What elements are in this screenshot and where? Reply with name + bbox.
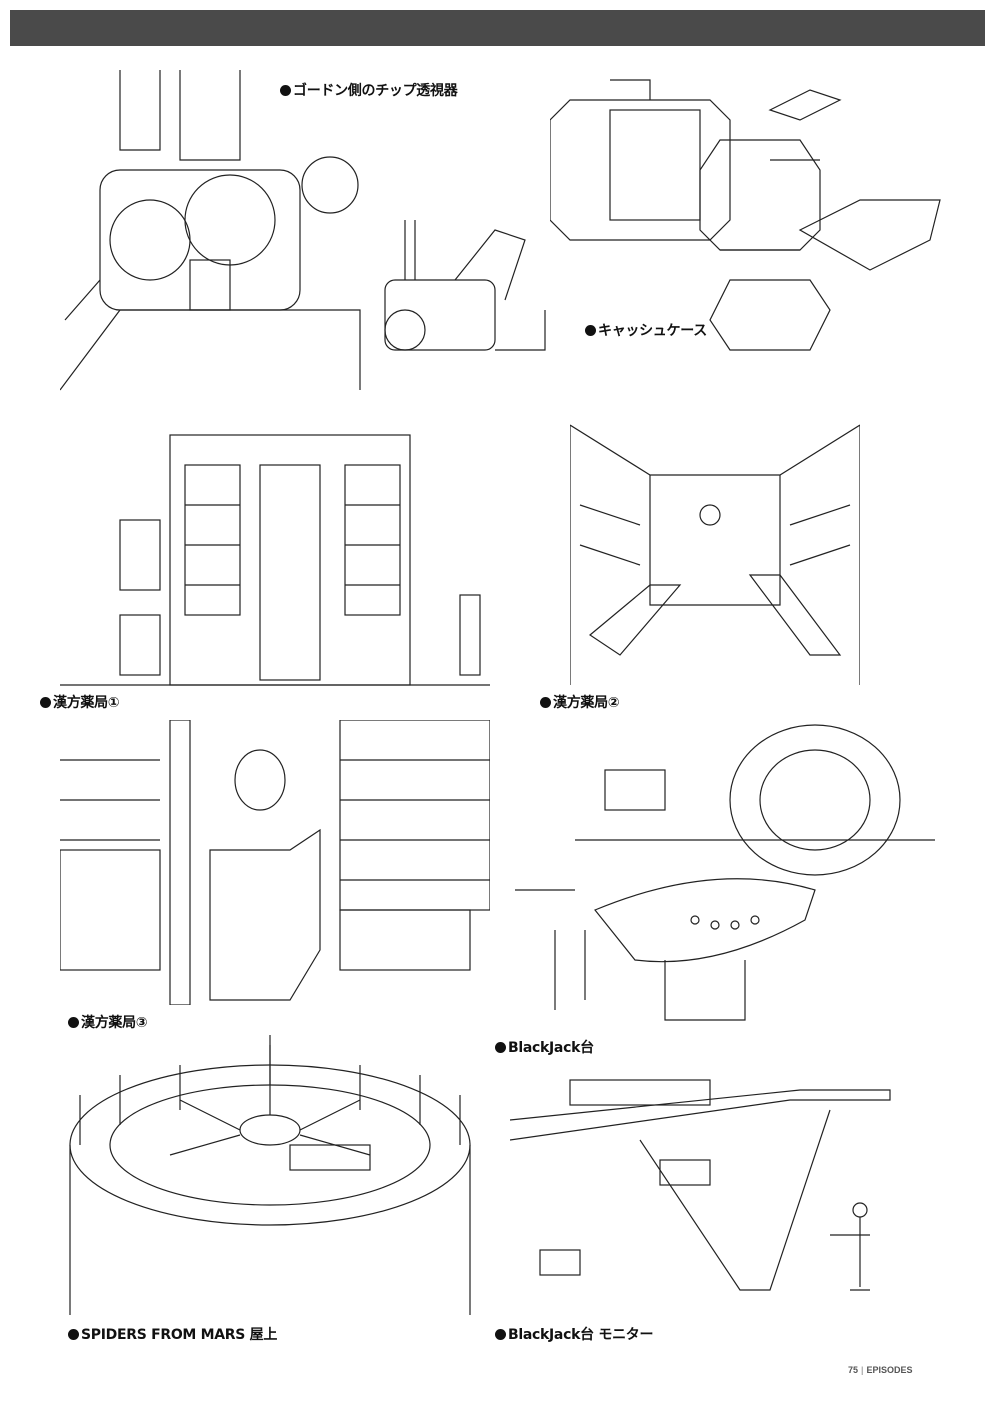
caption-pharmacy-1: 漢方薬局① xyxy=(40,692,120,712)
bullet-icon xyxy=(68,1017,79,1028)
caption-cash-case: キャッシュケース xyxy=(585,320,707,340)
caption-text: 漢方薬局③ xyxy=(81,1015,148,1031)
page-footer: 75|EPISODES xyxy=(848,1365,913,1375)
header-bar xyxy=(10,10,985,46)
blackjack-table-sketch xyxy=(515,720,935,1030)
caption-text: キャッシュケース xyxy=(598,323,707,339)
pharmacy-1-sketch xyxy=(60,405,490,690)
pharmacy-2-sketch xyxy=(570,405,860,690)
bullet-icon xyxy=(68,1329,79,1340)
caption-spiders-rooftop: SPIDERS FROM MARS 屋上 xyxy=(68,1324,277,1344)
bullet-icon xyxy=(495,1329,506,1340)
bullet-icon xyxy=(40,697,51,708)
page-number: 75 xyxy=(848,1365,859,1375)
caption-pharmacy-3: 漢方薬局③ xyxy=(68,1012,148,1032)
caption-pharmacy-2: 漢方薬局② xyxy=(540,692,620,712)
bullet-icon xyxy=(540,697,551,708)
caption-text: 漢方薬局① xyxy=(53,695,120,711)
cash-case-sketch xyxy=(550,70,950,375)
bullet-icon xyxy=(585,325,596,336)
caption-blackjack-table: BlackJack台 xyxy=(495,1037,594,1057)
caption-text: ゴードン側のチップ透視器 xyxy=(293,83,458,99)
chip-viewer-small-sketch xyxy=(375,200,560,375)
footer-separator: | xyxy=(861,1365,864,1375)
pharmacy-3-sketch xyxy=(60,720,490,1005)
bullet-icon xyxy=(495,1042,506,1053)
section-name: EPISODES xyxy=(866,1365,913,1375)
blackjack-monitor-sketch xyxy=(510,1060,935,1320)
caption-text: SPIDERS FROM MARS 屋上 xyxy=(81,1327,278,1343)
bullet-icon xyxy=(280,85,291,96)
caption-text: BlackJack台 xyxy=(508,1040,594,1056)
caption-text: 漢方薬局② xyxy=(553,695,620,711)
chip-viewer-sketch xyxy=(60,70,370,395)
caption-blackjack-monitor: BlackJack台 モニター xyxy=(495,1324,653,1344)
caption-text: BlackJack台 モニター xyxy=(508,1327,654,1343)
caption-chip-viewer: ゴードン側のチップ透視器 xyxy=(280,80,458,100)
spiders-rooftop-sketch xyxy=(60,1035,485,1320)
